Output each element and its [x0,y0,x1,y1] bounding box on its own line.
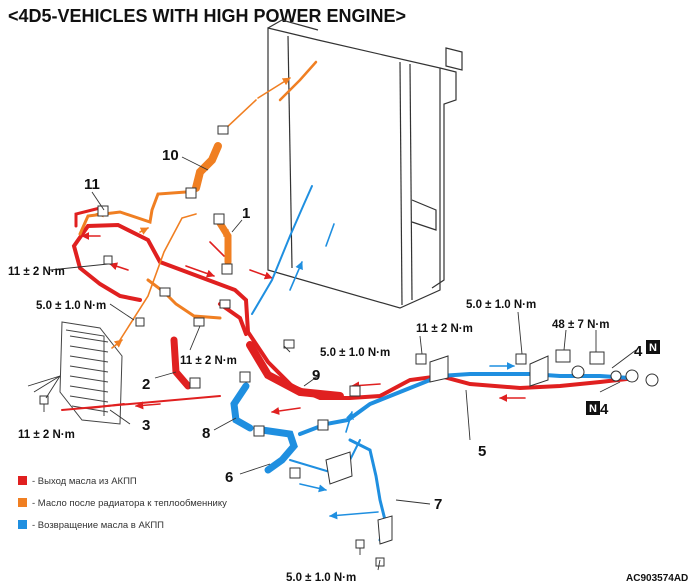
part-5-label: 5 [478,443,486,460]
bracket [529,355,549,387]
part-11-label: 11 [84,176,100,193]
oil-cooler [59,321,123,425]
clamp [317,419,329,431]
legend: - Выход масла из АКПП - Масло после ради… [18,476,227,531]
gasket [625,369,639,383]
torque-label: 11 ± 2 N·m [180,355,237,367]
n-marks: N N [586,340,660,415]
clamp [219,299,231,309]
legend-text-blue: - Возвращение масла в АКПП [32,520,164,531]
part-1-label: 1 [242,205,250,222]
clamp [239,371,251,383]
clamp [193,317,205,327]
clamp [253,425,265,437]
clamp [189,377,201,389]
clamp [415,353,427,365]
part-2-label: 2 [142,376,150,393]
clamp [515,353,527,365]
legend-text-orange: - Масло после радиатора к теплообменнику [32,498,227,509]
figure-code: AC903574AD [626,573,688,584]
union-bolt [555,349,571,363]
clamp [185,187,197,199]
bracket [377,515,393,545]
clamp [221,263,233,275]
clamp [97,205,109,217]
radiator [267,19,463,309]
torque-label: 5.0 ± 1.0 N·m [286,572,356,584]
union-bolt [589,351,605,365]
legend-swatch-red [18,476,27,485]
bolt [135,317,145,327]
part-3-label: 3 [142,417,150,434]
torque-label: 11 ± 2 N·m [8,266,65,278]
legend-swatch-blue [18,520,27,529]
legend-swatch-orange [18,498,27,507]
part-numbers: 1 2 3 4 4 5 6 7 8 9 10 11 [84,147,643,513]
n-mark-icon: N [586,401,600,415]
clamp [159,287,171,297]
part-10-label: 10 [162,147,179,164]
torque-specs: 11 ± 2 N·m 5.0 ± 1.0 N·m 11 ± 2 N·m 11 ±… [8,266,609,584]
clamp [283,339,295,349]
orange-flow-lines [78,60,318,349]
torque-label: 5.0 ± 1.0 N·m [320,347,390,359]
torque-label: 48 ± 7 N·m [552,319,609,331]
legend-text-red: - Выход масла из АКПП [32,476,137,487]
svg-text:N: N [649,342,657,354]
clamp [217,125,229,135]
svg-text:N: N [589,403,597,415]
part-8-label: 8 [202,425,210,442]
part-7-label: 7 [434,496,442,513]
leader-lines [27,156,637,571]
clamp [289,467,301,479]
bolt [355,539,365,549]
gasket [571,365,585,379]
hardware [39,125,659,567]
part-4-label: 4 [634,343,643,360]
part-4-label: 4 [600,401,609,418]
bracket [325,451,353,485]
part-6-label: 6 [225,469,233,486]
torque-label: 5.0 ± 1.0 N·m [466,299,536,311]
page-title: <4D5-VEHICLES WITH HIGH POWER ENGINE> [8,6,407,26]
n-mark-icon: N [646,340,660,354]
gasket [645,373,659,387]
torque-label: 5.0 ± 1.0 N·m [36,300,106,312]
clamp [103,255,113,265]
gasket [610,370,622,382]
clamp [213,213,225,225]
torque-label: 11 ± 2 N·m [18,429,75,441]
part-9-label: 9 [312,367,320,384]
clamp [349,385,361,397]
red-flow-lines [61,206,638,415]
bracket [429,355,449,383]
torque-label: 11 ± 2 N·m [416,323,473,335]
